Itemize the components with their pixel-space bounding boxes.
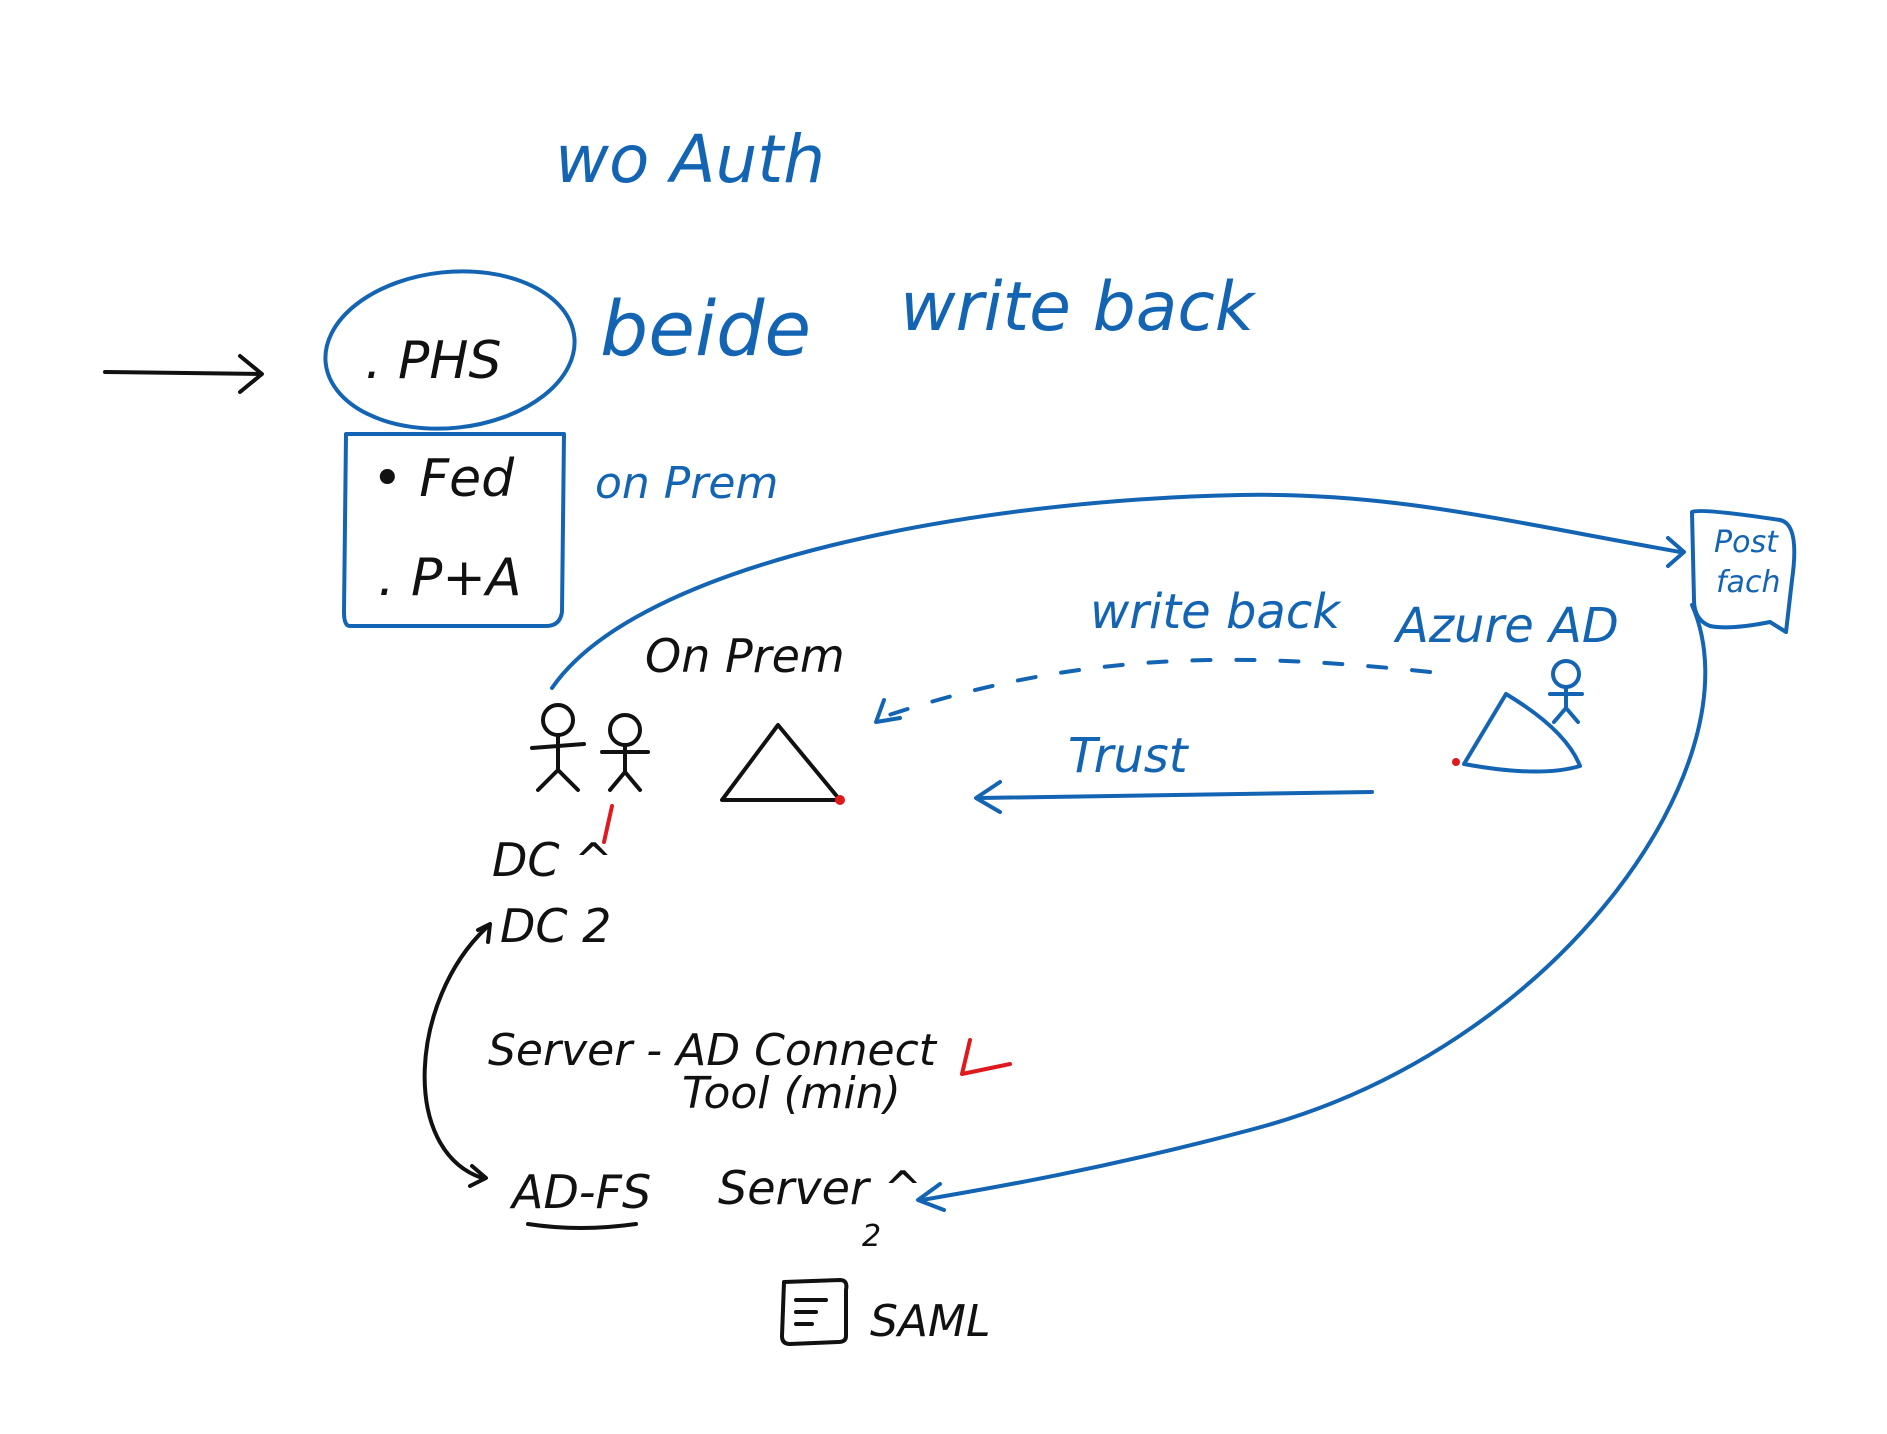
red-dot-marker — [1452, 758, 1460, 766]
auth-method-phs: . PHS — [365, 331, 502, 391]
sync-curve-to-postfach — [550, 492, 1682, 690]
saml-label: SAML — [870, 1296, 991, 1347]
server-adconnect-line2: Tool (min) — [682, 1068, 901, 1119]
auth-method-pta: . P+A — [378, 548, 522, 608]
adfs-server-label: Server ^ — [718, 1161, 922, 1215]
azure-writeback-label: write back — [1090, 584, 1342, 640]
red-arrow-mark — [960, 1038, 1012, 1076]
arrow-right-icon — [103, 354, 264, 394]
dc-adfs-link — [422, 926, 488, 1180]
adfs-label: AD-FS — [509, 1165, 651, 1219]
postfach-label-1: Post — [1714, 525, 1779, 560]
dc2-label: DC 2 — [500, 899, 611, 953]
fed-pta-box — [342, 432, 566, 628]
stick-figure-icon — [530, 703, 586, 792]
note-beide: beide — [600, 284, 811, 373]
heading-text: wo Auth — [555, 121, 825, 198]
triangle-forest-icon — [720, 723, 842, 802]
postfach-box — [1690, 509, 1797, 634]
writeback-dashed-arrow — [878, 657, 1432, 720]
adfs-server-subscript: 2 — [862, 1219, 881, 1254]
trust-arrow — [978, 790, 1374, 800]
phs-ellipse — [323, 269, 577, 431]
on-prem-label: On Prem — [645, 629, 845, 683]
stick-figure-icon — [600, 713, 650, 792]
trust-label: Trust — [1068, 728, 1190, 784]
dc1-label: DC ^ — [492, 833, 613, 887]
auth-method-fed: • Fed — [372, 449, 515, 509]
document-icon — [780, 1278, 849, 1346]
red-mark — [602, 804, 614, 844]
azure-ad-label: Azure AD — [1393, 598, 1619, 654]
note-on-prem-box: on Prem — [595, 458, 778, 509]
stick-figure-icon — [1548, 659, 1584, 724]
postfach-label-2: fach — [1716, 565, 1780, 600]
curve-postfach-to-adfs — [920, 603, 1708, 1202]
adfs-underline — [526, 1222, 638, 1230]
server-adconnect-line1: Server - AD Connect — [488, 1025, 938, 1076]
red-dot-marker — [835, 795, 845, 805]
triangle-forest-icon — [1462, 692, 1582, 774]
note-writeback-top: write back — [900, 268, 1257, 347]
